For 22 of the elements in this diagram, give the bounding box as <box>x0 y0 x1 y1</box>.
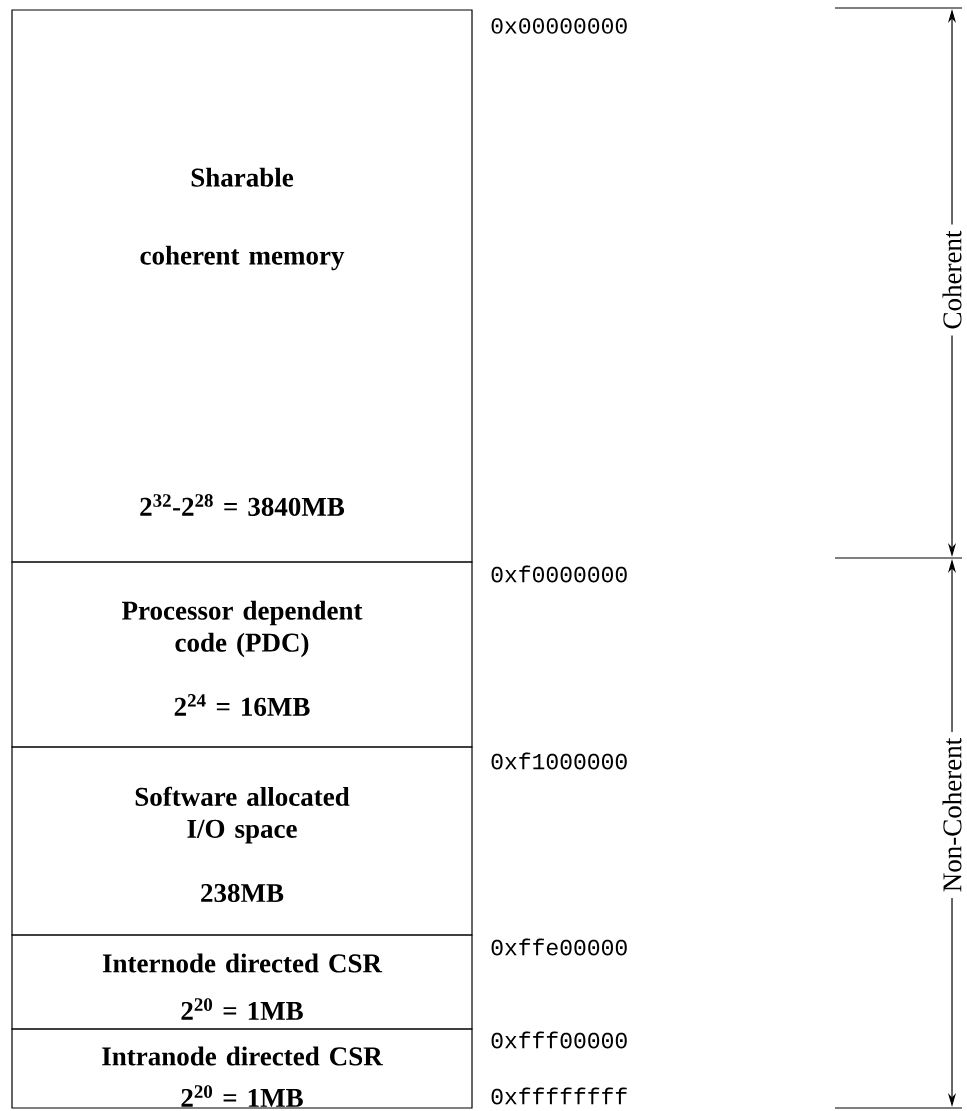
region-label: 2$^{24}$ = 16MB <box>174 694 310 716</box>
region-label: 2$^{32}$-2$^{28}$ = 3840MB <box>140 494 345 516</box>
memory-region-box <box>11 561 473 748</box>
address-label: 0xf1000000 <box>491 752 627 770</box>
dimension-label: Non-Coherent <box>936 731 967 899</box>
region-label: 2$^{20}$ = 1MB <box>181 998 303 1020</box>
region-label: 238MB <box>201 883 284 903</box>
address-label: 0xffe00000 <box>491 938 627 956</box>
region-label: Internode directed CSR <box>102 953 383 973</box>
dimension-label: Coherent <box>936 224 967 336</box>
region-label: Sharable coherent memory <box>140 167 345 271</box>
address-label: 0xf0000000 <box>491 565 627 583</box>
address-label: 0xfff00000 <box>491 1031 627 1049</box>
region-label: Processor dependent code (PDC) <box>121 600 363 658</box>
region-label: Intranode directed CSR <box>102 1046 383 1066</box>
memory-region-box <box>11 746 473 936</box>
region-label: Software allocated I/O space <box>135 786 350 844</box>
address-label: 0xffffffff <box>491 1087 627 1105</box>
memory-region-box <box>11 1028 473 1109</box>
region-label: 2$^{20}$ = 1MB <box>181 1085 303 1107</box>
memory-region-box <box>11 934 473 1030</box>
memory-region-box <box>11 9 473 563</box>
